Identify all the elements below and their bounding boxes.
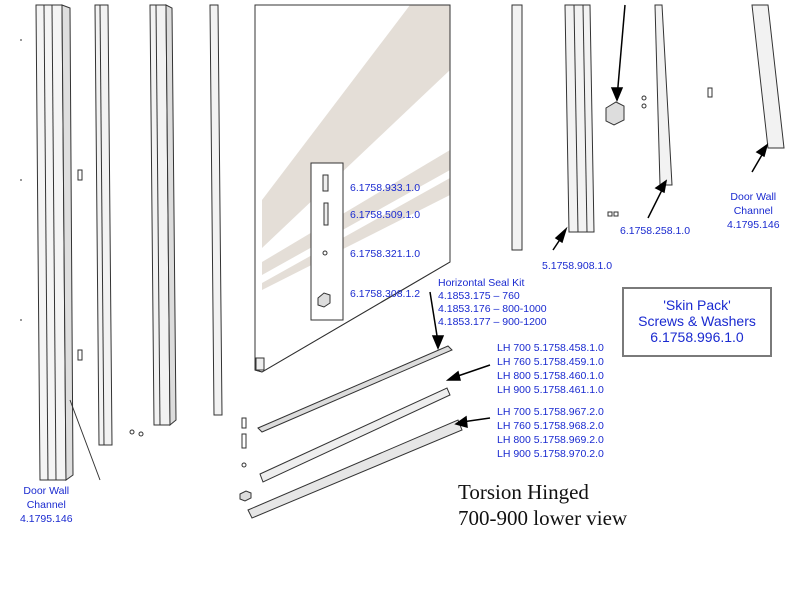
profile-a-label: 5.1758.908.1.0 <box>542 260 613 272</box>
diagram-title: Torsion Hinged 700-900 lower view <box>458 480 628 530</box>
upright-profile-4 <box>209 4 223 416</box>
glass-panel <box>254 4 451 373</box>
lh-group-2-label: LH 700 5.1758.967.2.0 LH 760 5.1758.968.… <box>497 406 604 460</box>
fitting-label-2: 6.1758.509.1.0 <box>350 209 421 221</box>
upright-profile-3 <box>129 4 177 437</box>
right-wall-channel <box>707 4 785 149</box>
skin-pack-box: 'Skin Pack' Screws & Washers 6.1758.996.… <box>622 287 772 357</box>
arrows <box>429 4 769 429</box>
fitting-label-1: 6.1758.933.1.0 <box>350 182 421 194</box>
fittings-box <box>310 162 344 321</box>
right-profile-b <box>605 4 673 186</box>
seal-kit-label: Horizontal Seal Kit 4.1853.175 – 760 4.1… <box>438 277 547 328</box>
fitting-label-3: 6.1758.321.1.0 <box>350 248 421 260</box>
fitting-label-4: 6.1758.308.1.2 <box>350 288 421 300</box>
profile-b-label: 6.1758.258.1.0 <box>620 225 691 237</box>
left-wall-channel-label: Door Wall Channel 4.1795.146 <box>20 485 73 525</box>
seal-strips <box>239 345 463 519</box>
right-profile-a <box>511 4 619 251</box>
lh-group-1-label: LH 700 5.1758.458.1.0 LH 760 5.1758.459.… <box>497 342 604 396</box>
upright-profile-2 <box>77 4 113 446</box>
right-wall-channel-label: Door Wall Channel 4.1795.146 <box>727 191 780 231</box>
left-wall-channel <box>20 4 101 481</box>
